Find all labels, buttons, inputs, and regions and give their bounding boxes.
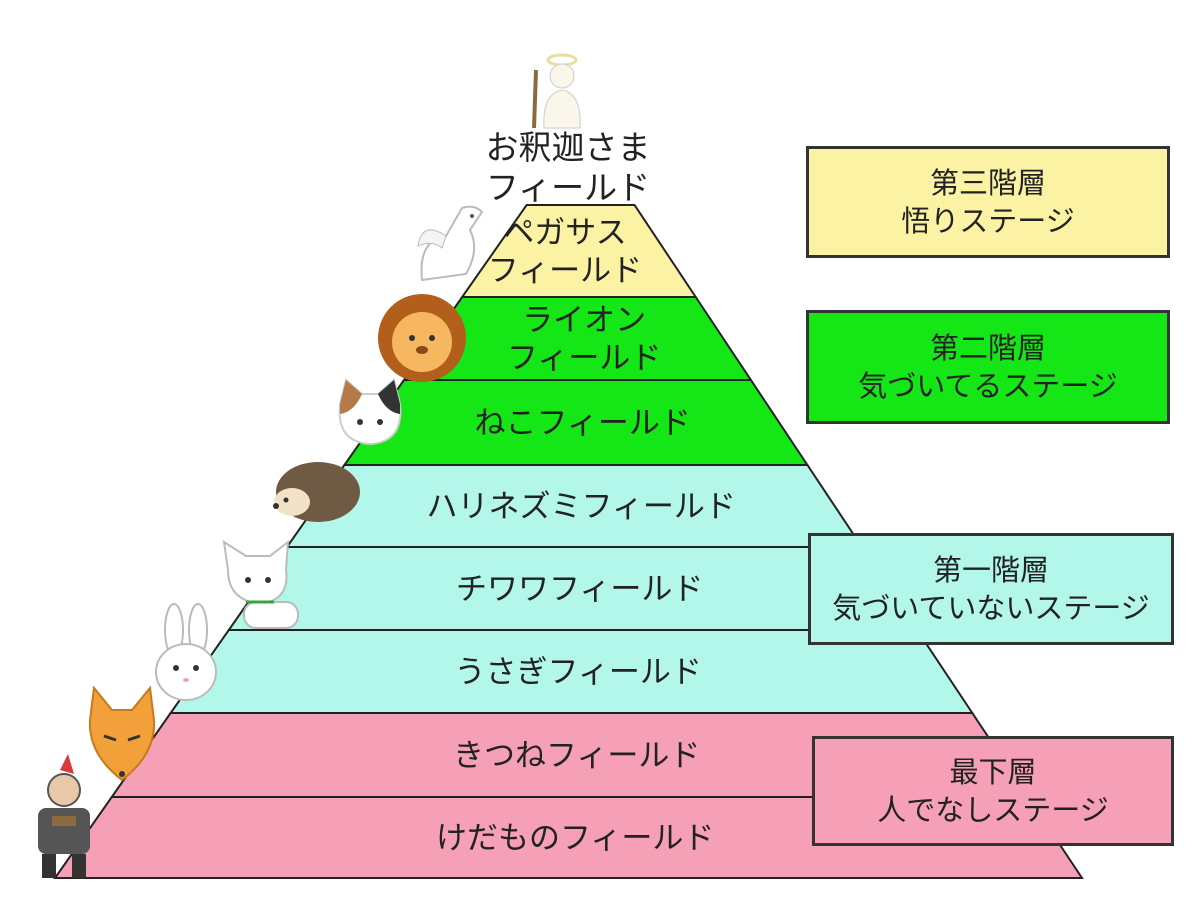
top-field-label: お釈迦さま フィールド: [468, 128, 668, 208]
pyramid-tier: チワワフィールド: [226, 546, 919, 631]
stage-name-label: 悟りステージ: [901, 204, 1075, 238]
stage-box-third-level: 第三階層 悟りステージ: [806, 146, 1170, 258]
stage-box-bottom-level: 最下層 人でなしステージ: [812, 736, 1174, 846]
lion-icon: [378, 294, 466, 382]
buddha-icon: [532, 53, 581, 129]
pyramid-tier: ねこフィールド: [342, 379, 810, 466]
pyramid-tier: ハリネズミフィールド: [285, 464, 864, 548]
tier-label: けだものフィールド: [436, 821, 714, 857]
stage-name-label: 気づいていないステージ: [832, 591, 1150, 625]
cat-icon: [338, 378, 402, 446]
pyramid-tier: きつねフィールド: [109, 712, 1031, 798]
tier-label: フィールド: [507, 341, 661, 377]
stage-name-label: 人でなしステージ: [877, 793, 1109, 827]
tier-label: ライオン: [522, 303, 646, 339]
fox-icon: [88, 685, 156, 782]
hedgehog-icon: [273, 462, 360, 522]
tier-label: うさぎフィールド: [455, 655, 702, 691]
chihuahua-icon: [222, 539, 299, 629]
stage-level-label: 第一階層: [932, 553, 1049, 587]
rabbit-icon: [155, 603, 217, 701]
tier-label: フィールド: [488, 253, 642, 289]
stage-level-label: 第三階層: [929, 166, 1046, 200]
stage-box-second-level: 第二階層 気づいてるステージ: [806, 310, 1170, 424]
stage-level-label: 最下層: [949, 755, 1037, 789]
beast-icon: [38, 754, 90, 878]
tier-label: チワワフィールド: [456, 572, 703, 608]
tier-label: ハリネズミフィールド: [426, 489, 735, 525]
tier-label: きつねフィールド: [453, 738, 700, 774]
top-field-line2: フィールド: [485, 168, 651, 207]
pegasus-icon: [417, 205, 484, 282]
tier-label: ねこフィールド: [474, 406, 690, 442]
top-field-line1: お釈迦さま: [485, 128, 651, 167]
tier-label: ペガサス: [503, 215, 626, 251]
stage-name-label: 気づいてるステージ: [858, 369, 1118, 403]
stage-box-first-level: 第一階層 気づいていないステージ: [808, 533, 1174, 645]
stage-level-label: 第二階層: [929, 331, 1046, 365]
